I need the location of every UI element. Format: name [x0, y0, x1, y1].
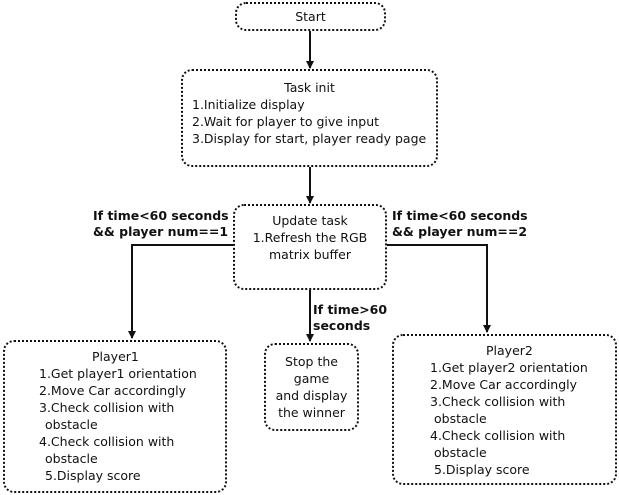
player1-line-1: 1.Get player1 orientation [39, 366, 197, 381]
task-init-line-2: 2.Wait for player to give input [192, 114, 380, 129]
update-task-line-1: 1.Refresh the RGB [252, 230, 368, 245]
task-init-node: Task init 1.Initialize display 2.Wait fo… [181, 69, 438, 167]
update-task-title: Update task [272, 213, 348, 228]
edge-label-player1: If time<60 seconds && player num==1 [93, 208, 229, 240]
player1-line-5: 4.Check collision with [39, 434, 175, 449]
player2-line-4: obstacle [434, 411, 487, 426]
player2-line-3: 3.Check collision with [430, 394, 566, 409]
stop-node: Stop the game and display the winner [264, 343, 359, 431]
edge-update-to-player2 [387, 244, 491, 333]
edge-update-to-player1 [128, 244, 233, 339]
player1-line-2: 2.Move Car accordingly [39, 383, 187, 398]
player2-line-1: 1.Get player2 orientation [430, 360, 588, 375]
player2-line-6: obstacle [434, 445, 487, 460]
edge-label-stop-line-1: If time>60 [313, 302, 388, 317]
task-init-line-1: 1.Initialize display [192, 97, 305, 112]
edge-label-player1-line-1: If time<60 seconds [93, 208, 229, 223]
stop-line-2: game [293, 371, 330, 386]
player2-title: Player2 [486, 343, 533, 358]
stop-line-4: the winner [278, 405, 345, 420]
edge-label-stop-line-2: seconds [313, 318, 371, 333]
stop-line-1: Stop the [285, 354, 338, 369]
update-task-line-2: matrix buffer [268, 247, 352, 262]
player2-line-2: 2.Move Car accordingly [430, 377, 578, 392]
edge-label-player2-line-1: If time<60 seconds [392, 208, 528, 223]
edge-label-player2: If time<60 seconds && player num==2 [392, 208, 528, 240]
player2-node: Player2 1.Get player2 orientation 2.Move… [392, 334, 617, 485]
player1-line-3: 3.Check collision with [39, 400, 175, 415]
task-init-title: Task init [284, 80, 335, 95]
task-init-line-3: 3.Display for start, player ready page [192, 131, 427, 146]
player2-line-5: 4.Check collision with [430, 428, 566, 443]
edge-label-player2-line-2: && player num==2 [392, 224, 528, 239]
player2-line-7: 5.Display score [434, 462, 530, 477]
player1-line-4: obstacle [45, 417, 98, 432]
player1-line-7: 5.Display score [45, 468, 141, 483]
update-task-node: Update task 1.Refresh the RGB matrix buf… [233, 204, 387, 290]
player1-node: Player1 1.Get player1 orientation 2.Move… [3, 340, 227, 493]
start-node: Start [235, 2, 386, 31]
start-label: Start [295, 9, 326, 24]
edge-label-stop: If time>60 seconds [313, 302, 387, 334]
player1-title: Player1 [92, 349, 139, 364]
player1-line-6: obstacle [45, 451, 98, 466]
stop-line-3: and display [275, 388, 348, 403]
edge-label-player1-line-2: && player num==1 [93, 224, 229, 239]
